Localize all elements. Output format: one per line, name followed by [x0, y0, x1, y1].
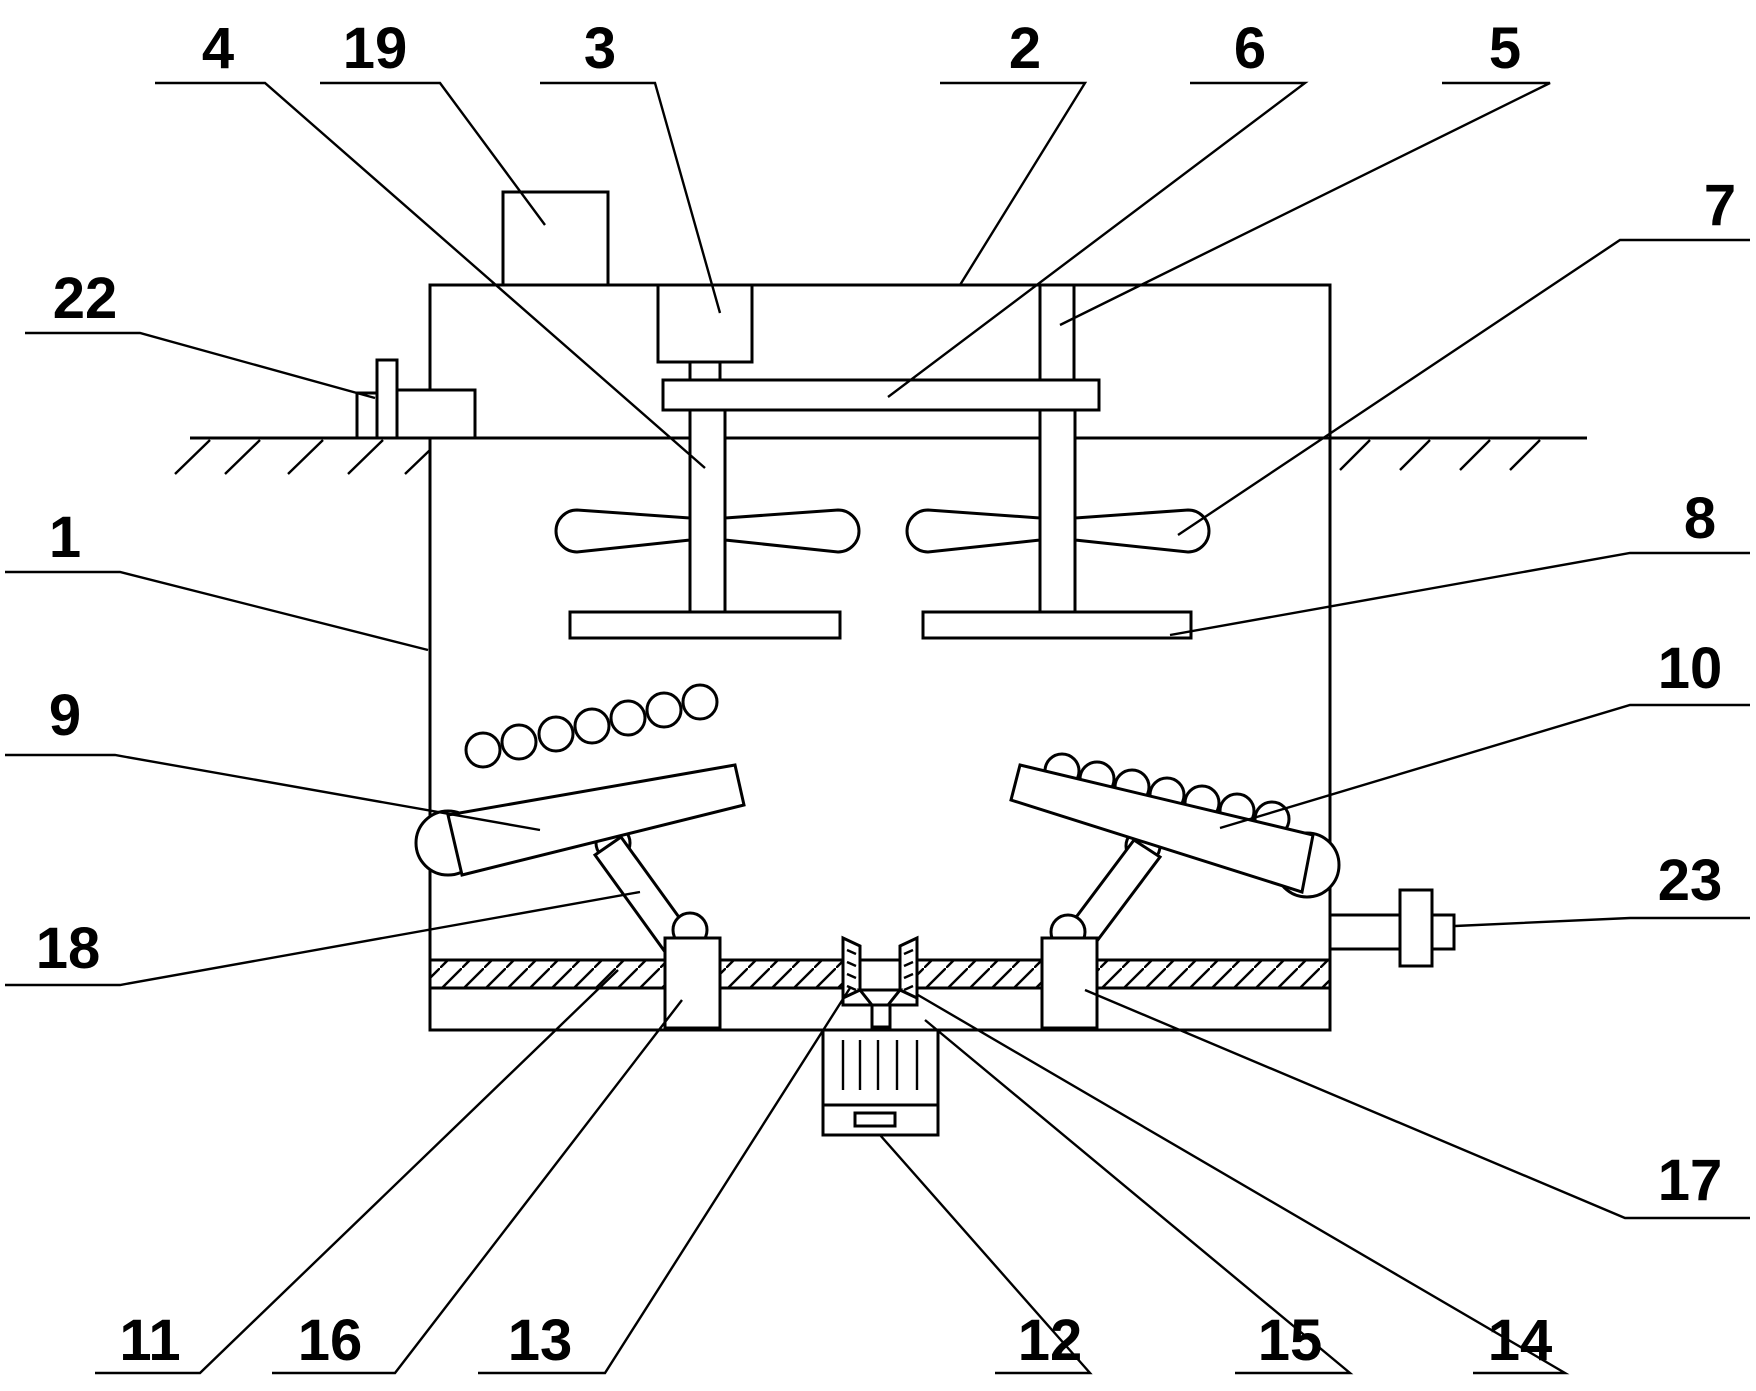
left-scraper-plate — [568, 610, 842, 640]
label-8: 8 — [1684, 486, 1716, 551]
stirring-blades — [554, 508, 1211, 554]
label-9: 9 — [49, 683, 81, 748]
label-17: 17 — [1658, 1148, 1723, 1213]
label-14: 14 — [1488, 1308, 1553, 1373]
label-12: 12 — [1018, 1308, 1083, 1373]
label-4: 4 — [202, 16, 234, 81]
label-15: 15 — [1258, 1308, 1323, 1373]
label-23: 23 — [1658, 848, 1723, 913]
part-number-labels: 4 19 3 2 6 5 7 8 10 23 17 22 1 9 18 11 1… — [36, 16, 1736, 1373]
left-screen-assembly — [414, 683, 746, 959]
ground-surface — [174, 436, 1587, 475]
label-13: 13 — [508, 1308, 573, 1373]
label-6: 6 — [1234, 16, 1266, 81]
stirring-motor — [656, 283, 754, 384]
crossbar — [661, 378, 1101, 412]
bevel-gears — [841, 935, 919, 1029]
left-slider — [663, 911, 722, 1030]
label-19: 19 — [343, 16, 408, 81]
label-22: 22 — [53, 266, 118, 331]
label-3: 3 — [584, 16, 616, 81]
label-11: 11 — [119, 1308, 180, 1373]
label-7: 7 — [1704, 173, 1736, 238]
right-stirring-shaft — [1038, 408, 1077, 614]
right-scraper-plate — [921, 610, 1193, 640]
left-stirring-shaft — [688, 408, 727, 614]
label-1: 1 — [49, 505, 81, 570]
label-10: 10 — [1658, 636, 1723, 701]
label-16: 16 — [298, 1308, 363, 1373]
label-5: 5 — [1489, 16, 1521, 81]
right-slider — [1040, 913, 1099, 1030]
label-18: 18 — [36, 916, 101, 981]
leader-lines — [5, 81, 1750, 1375]
inlet-valve — [355, 358, 477, 440]
drive-motor — [821, 1028, 940, 1137]
outlet-pipe — [1328, 888, 1456, 968]
label-2: 2 — [1009, 16, 1041, 81]
bearing-post — [1038, 283, 1076, 382]
control-box — [501, 190, 610, 287]
